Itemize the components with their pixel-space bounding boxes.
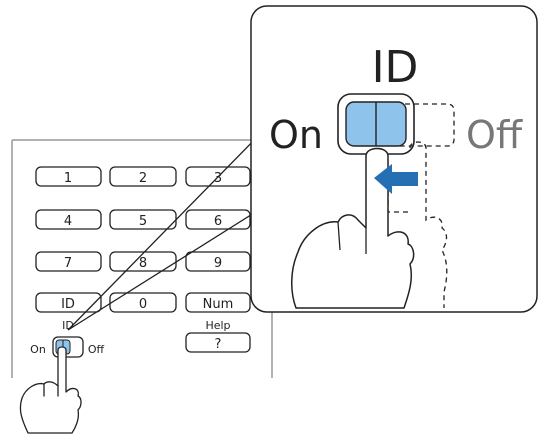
key-id[interactable]: ID bbox=[35, 292, 102, 313]
zoom-switch-on-label: On bbox=[269, 113, 323, 157]
remote-switch-on-label: On bbox=[30, 343, 46, 356]
key-9[interactable]: 9 bbox=[185, 251, 251, 272]
remote-switch-title: ID bbox=[62, 319, 74, 332]
zoom-id-switch[interactable]: ID On Off bbox=[269, 42, 523, 157]
key-5-label: 5 bbox=[139, 214, 147, 229]
key-4-label: 4 bbox=[64, 214, 72, 229]
hand-pointer-icon bbox=[19, 346, 82, 434]
hand-pointer-icon bbox=[291, 141, 448, 309]
key-0[interactable]: 0 bbox=[109, 292, 177, 313]
key-3-label: 3 bbox=[214, 171, 222, 186]
key-0-label: 0 bbox=[139, 297, 147, 312]
key-1-label: 1 bbox=[64, 171, 72, 186]
key-5[interactable]: 5 bbox=[109, 209, 177, 230]
remote-body bbox=[11, 139, 273, 378]
key-num[interactable]: Num bbox=[185, 292, 251, 313]
key-2[interactable]: 2 bbox=[109, 166, 177, 187]
remote-id-switch[interactable]: ID On Off bbox=[30, 319, 105, 358]
key-7-label: 7 bbox=[64, 256, 72, 271]
help-caption: Help bbox=[205, 319, 230, 332]
key-num-label: Num bbox=[203, 297, 234, 312]
key-4[interactable]: 4 bbox=[35, 209, 102, 230]
key-2-label: 2 bbox=[139, 171, 147, 186]
key-9-label: 9 bbox=[214, 256, 222, 271]
key-help[interactable]: ? bbox=[185, 332, 251, 353]
key-help-label: ? bbox=[215, 337, 222, 352]
zoom-switch-title: ID bbox=[372, 42, 419, 93]
remote-switch-off-label: Off bbox=[88, 343, 105, 356]
key-1[interactable]: 1 bbox=[35, 166, 102, 187]
key-6[interactable]: 6 bbox=[185, 209, 251, 230]
keypad: 1 2 3 4 5 6 7 8 bbox=[35, 166, 251, 353]
arrow-left-icon bbox=[374, 164, 418, 194]
zoom-switch-off-label: Off bbox=[466, 113, 523, 157]
key-7[interactable]: 7 bbox=[35, 251, 102, 272]
key-id-label: ID bbox=[61, 297, 75, 312]
callout-lines bbox=[67, 131, 263, 331]
key-6-label: 6 bbox=[214, 214, 222, 229]
key-8-label: 8 bbox=[139, 256, 147, 271]
